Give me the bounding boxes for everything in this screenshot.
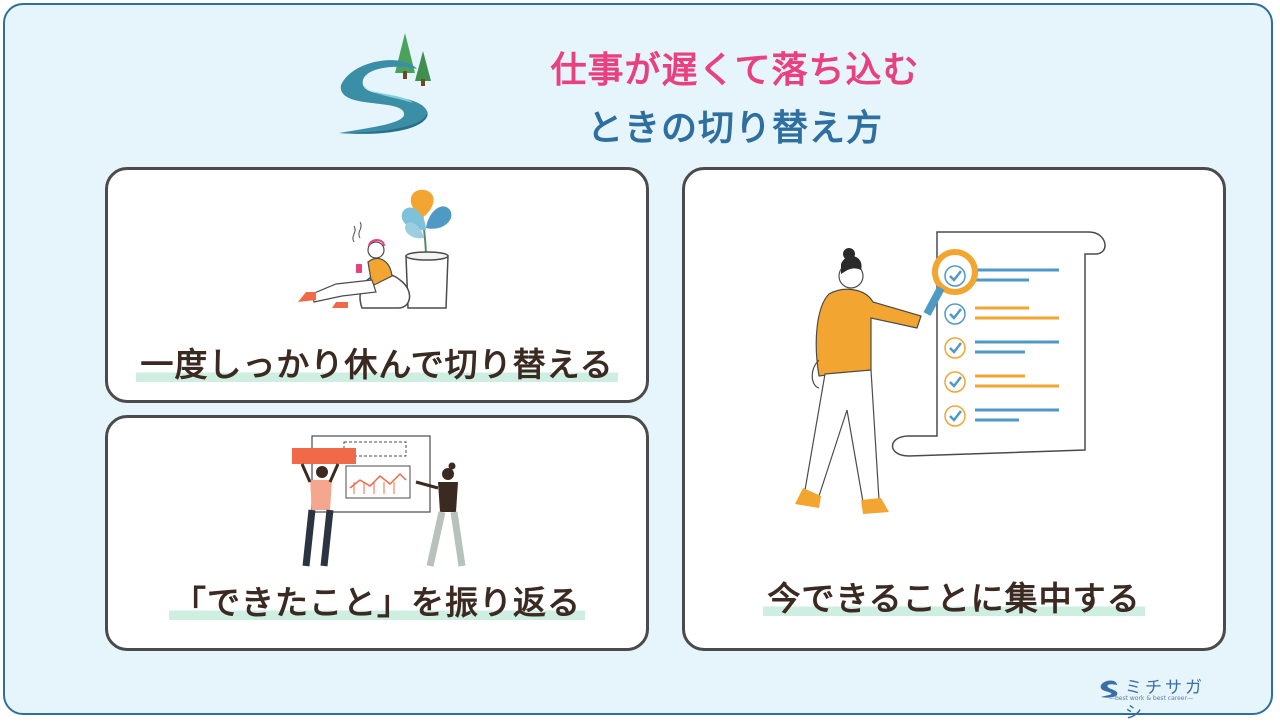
relaxing-person-illustration bbox=[298, 189, 452, 309]
brand-logo: ミチサガシ —best work & best career— bbox=[1099, 673, 1223, 723]
brand-road-icon bbox=[1100, 680, 1118, 698]
page-title-line-1: 仕事が遅くて落ち込む bbox=[550, 50, 920, 91]
tip-card-review: 「できたこと」を振り返る bbox=[105, 415, 649, 651]
tip-card-rest: 一度しっかり休んで切り替える bbox=[105, 167, 649, 403]
tip-label-review: 「できたこと」を振り返る bbox=[108, 576, 646, 624]
page-title-line-2: ときの切り替え方 bbox=[586, 108, 883, 149]
brand-tagline: —best work & best career— bbox=[1109, 695, 1193, 702]
page-frame: 仕事が遅くて落ち込む ときの切り替え方 一度し bbox=[3, 3, 1273, 723]
checklist-magnifier-illustration bbox=[795, 231, 1106, 514]
tip-label-focus: 今できることに集中する bbox=[685, 572, 1223, 620]
road-logo-icon bbox=[339, 33, 431, 134]
brand-name: ミチサガシ bbox=[1125, 678, 1205, 723]
tip-label-rest: 一度しっかり休んで切り替える bbox=[108, 338, 646, 386]
tip-card-focus: 今できることに集中する bbox=[682, 167, 1226, 651]
whiteboard-people-illustration bbox=[292, 435, 466, 567]
